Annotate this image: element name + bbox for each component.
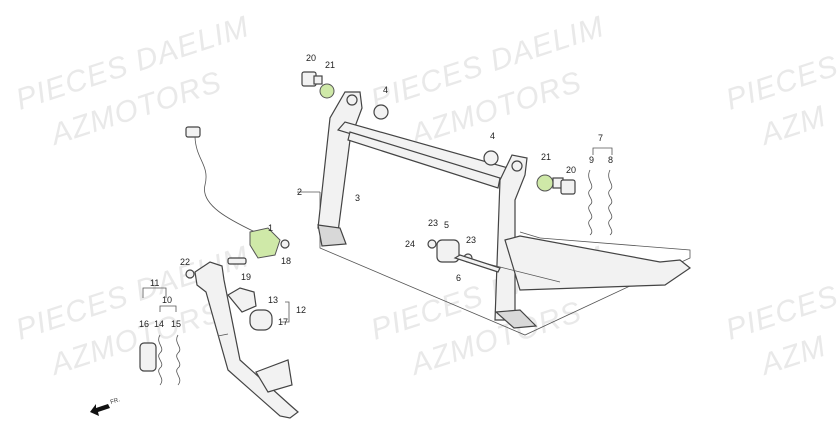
callout-line-10 xyxy=(159,305,177,312)
callout-5: 5 xyxy=(444,220,449,230)
bushing-5 xyxy=(436,239,460,263)
callout-3: 3 xyxy=(355,193,360,203)
bolt-20-right xyxy=(552,177,576,195)
callout-labels: 1 2 3 4 4 5 6 7 8 9 10 11 12 13 14 15 16… xyxy=(139,53,613,329)
arrow-left-icon xyxy=(90,404,110,416)
callout-line-7 xyxy=(592,147,613,155)
callout-9: 9 xyxy=(589,155,594,165)
callout-16: 16 xyxy=(139,319,149,329)
front-direction-indicator: FR. xyxy=(90,397,121,416)
callout-24: 24 xyxy=(405,239,415,249)
callout-23-left: 23 xyxy=(428,218,438,228)
side-stand-switch-part xyxy=(185,126,290,259)
washer-24 xyxy=(427,239,437,249)
watermark-azm-2: AZM xyxy=(755,330,830,382)
callout-4-top: 4 xyxy=(383,85,388,95)
callout-21-right: 21 xyxy=(541,152,551,162)
callout-line-11 xyxy=(142,287,167,298)
callout-22: 22 xyxy=(180,257,190,267)
callout-20-right: 20 xyxy=(566,165,576,175)
washer-22 xyxy=(185,269,195,279)
spring-8 xyxy=(608,169,613,236)
cylinder-16 xyxy=(139,342,157,372)
direction-label: FR. xyxy=(110,397,121,406)
callout-17: 17 xyxy=(278,317,288,327)
callout-14: 14 xyxy=(154,319,164,329)
shaft-6 xyxy=(453,254,501,273)
collar-4-right xyxy=(483,150,499,166)
callout-7: 7 xyxy=(598,133,603,143)
callout-21-left: 21 xyxy=(325,60,335,70)
callout-11: 11 xyxy=(150,278,159,288)
stopper-13 xyxy=(227,287,257,313)
washer-21-left xyxy=(319,83,335,99)
spring-14 xyxy=(158,334,163,386)
callout-20-left: 20 xyxy=(306,53,316,63)
spring-15 xyxy=(176,334,181,386)
bolt-20-left xyxy=(301,71,323,87)
callout-23-right: 23 xyxy=(466,235,476,245)
washer-21-right xyxy=(536,174,554,192)
callout-6: 6 xyxy=(456,273,461,283)
callout-12: 12 xyxy=(296,305,306,315)
main-stand-part xyxy=(317,91,692,329)
callout-13: 13 xyxy=(268,295,278,305)
watermark-layer: PIECES DAELIM AZMOTORS PIECES DAELIM AZM… xyxy=(12,10,837,382)
callout-8: 8 xyxy=(608,155,613,165)
callout-19: 19 xyxy=(241,272,251,282)
callout-4-right: 4 xyxy=(490,131,495,141)
callout-18: 18 xyxy=(281,256,291,266)
callout-1: 1 xyxy=(268,223,273,233)
spring-9 xyxy=(588,169,593,236)
collar-4-top xyxy=(373,104,389,120)
bolt-19 xyxy=(227,257,247,265)
side-stand-part xyxy=(194,261,299,419)
callout-2: 2 xyxy=(297,187,302,197)
watermark-azm-1: AZM xyxy=(755,100,830,152)
callout-15: 15 xyxy=(171,319,181,329)
rubber-17 xyxy=(249,309,273,331)
callout-10: 10 xyxy=(162,295,172,305)
callout-line-12 xyxy=(281,301,290,323)
